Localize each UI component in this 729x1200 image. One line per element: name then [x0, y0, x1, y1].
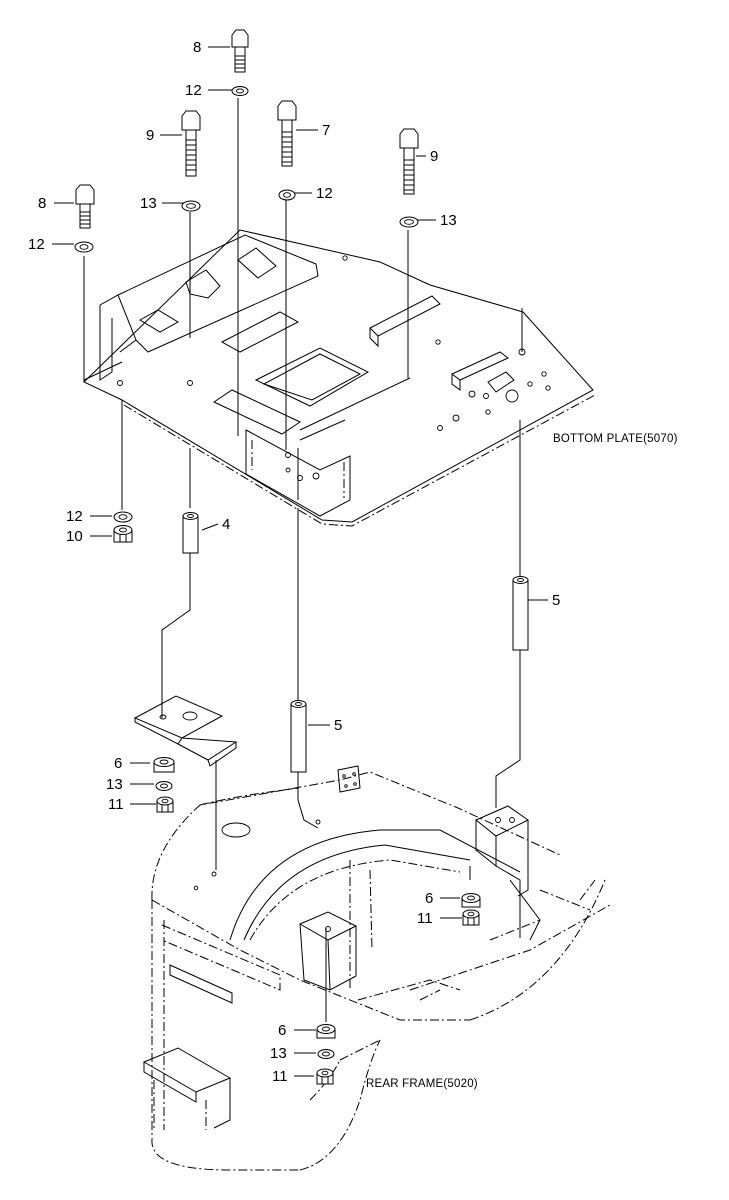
- bottom-plate-label: BOTTOM PLATE(5070): [553, 433, 678, 445]
- callout-12-under: 12: [66, 508, 83, 525]
- callout-13-left: 13: [140, 195, 157, 212]
- callout-5-center: 5: [334, 717, 342, 734]
- left-bracket: [133, 695, 238, 767]
- callout-11-bottom: 11: [272, 1068, 288, 1085]
- bolt-7: [277, 100, 297, 167]
- bottom-plate: [83, 229, 596, 527]
- callout-9-left: 9: [146, 127, 154, 144]
- callout-12-mid: 12: [316, 185, 333, 202]
- nut-10: [113, 525, 133, 543]
- callout-4: 4: [222, 516, 230, 533]
- washer-13-lower-left: [155, 781, 173, 791]
- callout-8-left: 8: [38, 195, 46, 212]
- bush-6-bottom: [316, 1024, 336, 1039]
- bolt-9-right: [399, 128, 419, 195]
- washer-12-under: [113, 511, 133, 523]
- spacer-5-right: [512, 576, 529, 651]
- callout-13-right: 13: [440, 212, 457, 229]
- bolt-8-left: [75, 184, 95, 229]
- callout-13-bottom: 13: [270, 1045, 287, 1062]
- nut-11-right: [462, 909, 480, 926]
- callout-numbers: 8 12 9 7 9 13 12 13 8 12 12 10 4 5 5 6 1…: [28, 39, 560, 1085]
- callout-6-bottom: 6: [278, 1022, 286, 1039]
- rear-frame: [142, 765, 611, 1171]
- callout-10: 10: [66, 528, 83, 545]
- right-bracket: [475, 805, 541, 941]
- nut-11-bottom: [316, 1068, 334, 1085]
- bush-6-left: [153, 757, 175, 773]
- washer-13-right: [399, 216, 419, 228]
- callout-12-top: 12: [185, 82, 202, 99]
- washer-12-mid: [278, 189, 296, 201]
- bolt-9-left: [181, 110, 201, 177]
- callout-7: 7: [322, 122, 330, 139]
- callout-8-top: 8: [193, 39, 201, 56]
- assembly-lines: [52, 46, 548, 1077]
- callout-11-left: 11: [108, 796, 124, 813]
- washer-13-bottom: [317, 1049, 335, 1059]
- callout-6-left: 6: [114, 755, 122, 772]
- rear-frame-label: REAR FRAME(5020): [366, 1078, 478, 1090]
- spacer-4: [182, 512, 199, 554]
- washer-12-left: [74, 241, 94, 253]
- nut-11-left: [156, 796, 174, 813]
- callout-5-right: 5: [552, 592, 560, 609]
- callout-12-left: 12: [28, 236, 45, 253]
- bolt-8-top: [231, 29, 249, 73]
- washer-13-left: [181, 200, 201, 212]
- washer-12-top: [231, 86, 249, 96]
- center-bracket: [298, 911, 358, 991]
- callout-13-lower-left: 13: [106, 776, 123, 793]
- callout-11-right: 11: [417, 910, 433, 927]
- callout-6-right: 6: [425, 890, 433, 907]
- callout-9-right: 9: [430, 148, 438, 165]
- bush-6-right: [461, 893, 481, 908]
- spacer-5-center: [290, 700, 307, 773]
